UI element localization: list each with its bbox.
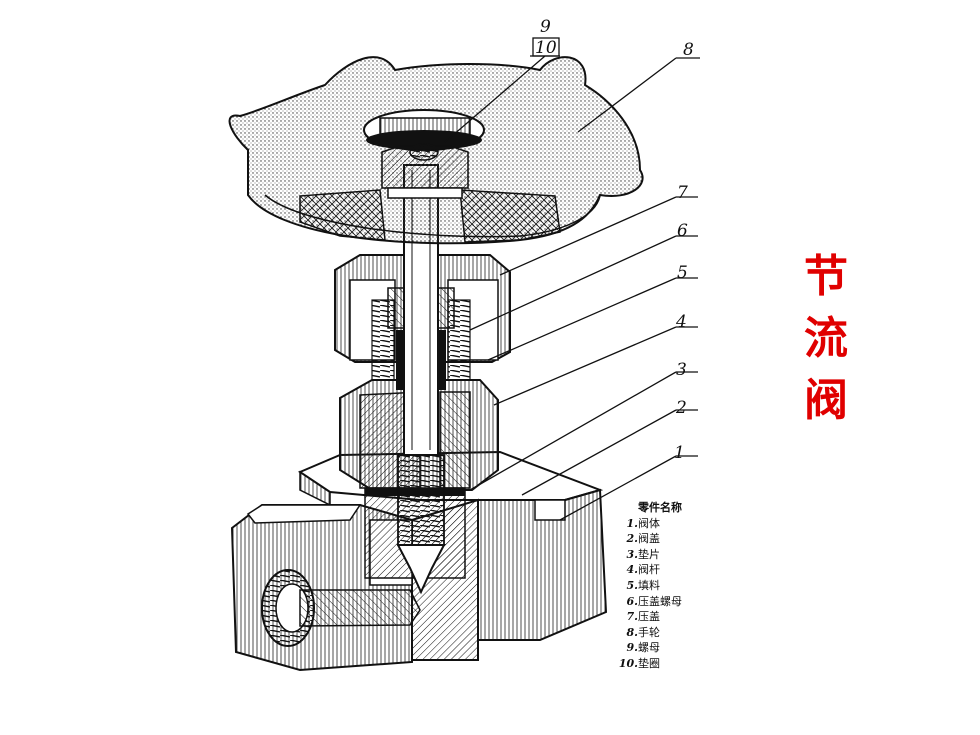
callout-4: 4	[675, 312, 687, 332]
parts-list-item: 10.垫圈	[618, 656, 660, 670]
callout-labels: 1 2 3 4 5 6 7 8 9 10	[532, 17, 694, 463]
page-title: 节 流 阀	[796, 246, 856, 432]
washer	[387, 187, 463, 199]
parts-list-item: 8.手轮	[626, 625, 660, 639]
nut	[381, 145, 469, 189]
handwheel	[228, 56, 644, 245]
parts-list-item: 5.填料	[626, 578, 660, 592]
callout-5: 5	[677, 263, 688, 283]
leader-lines	[444, 55, 700, 521]
callout-10: 10	[535, 38, 557, 58]
parts-list-item: 2.阀盖	[626, 532, 660, 546]
parts-list-header: 零件名称	[638, 501, 682, 514]
callout-1: 1	[674, 443, 685, 463]
callout-3: 3	[676, 360, 687, 380]
parts-list-item: 4.阀杆	[626, 563, 660, 577]
parts-list-item: 1.阀体	[626, 516, 660, 530]
callout-8: 8	[683, 40, 694, 60]
parts-list-item: 7.压盖	[626, 610, 660, 624]
parts-list-item: 3.垫片	[626, 547, 660, 561]
callout-9: 9	[540, 17, 551, 37]
title-char: 流	[804, 313, 848, 364]
parts-list: 零件名称 1.阀体 2.阀盖 3.垫片 4.阀杆 5.填料 6.压盖螺母 7.压…	[616, 500, 726, 672]
parts-list-item: 6.压盖螺母	[626, 594, 682, 608]
callout-2: 2	[675, 398, 687, 418]
parts-list-item: 9.螺母	[626, 641, 660, 655]
callout-7: 7	[677, 183, 688, 203]
callout-6: 6	[677, 221, 688, 241]
title-char: 节	[804, 251, 848, 302]
title-char: 阀	[804, 375, 848, 426]
